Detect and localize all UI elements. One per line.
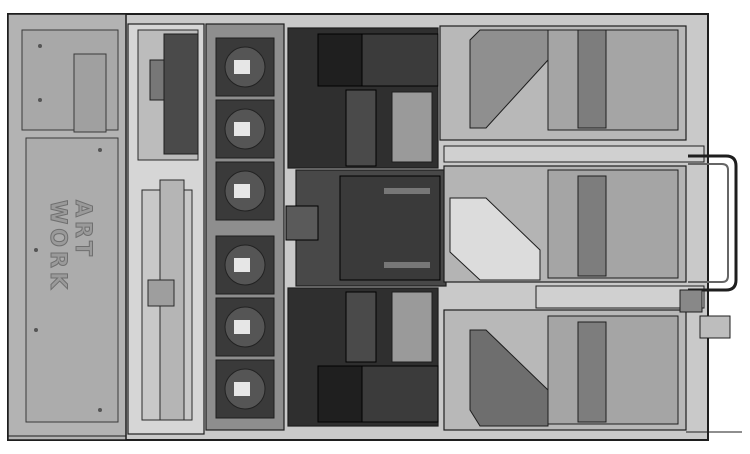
dimm-bank-upper [391, 91, 433, 163]
riser-cage-3 [443, 309, 687, 431]
fan-wall [205, 23, 285, 431]
rear-handle [688, 154, 738, 292]
fan-module-6 [215, 359, 275, 419]
cross-bar-lower [535, 285, 705, 309]
front-panel [7, 13, 127, 441]
dimm-bank-lower [391, 291, 433, 363]
air-shroud [285, 169, 447, 287]
cross-bar-upper [443, 145, 705, 163]
riser-cage-2 [443, 165, 687, 283]
artwork-label: ART WORK [45, 200, 96, 294]
riser-cage-1 [439, 25, 687, 141]
rear-connector [679, 289, 703, 313]
fan-module-5 [215, 297, 275, 357]
fan-module-1 [215, 37, 275, 97]
rear-tab [699, 315, 731, 339]
fan-module-2 [215, 99, 275, 159]
fan-module-3 [215, 161, 275, 221]
fan-module-4 [215, 235, 275, 295]
cpu-heatsink-2 [287, 287, 439, 427]
backplane-board [127, 23, 205, 435]
